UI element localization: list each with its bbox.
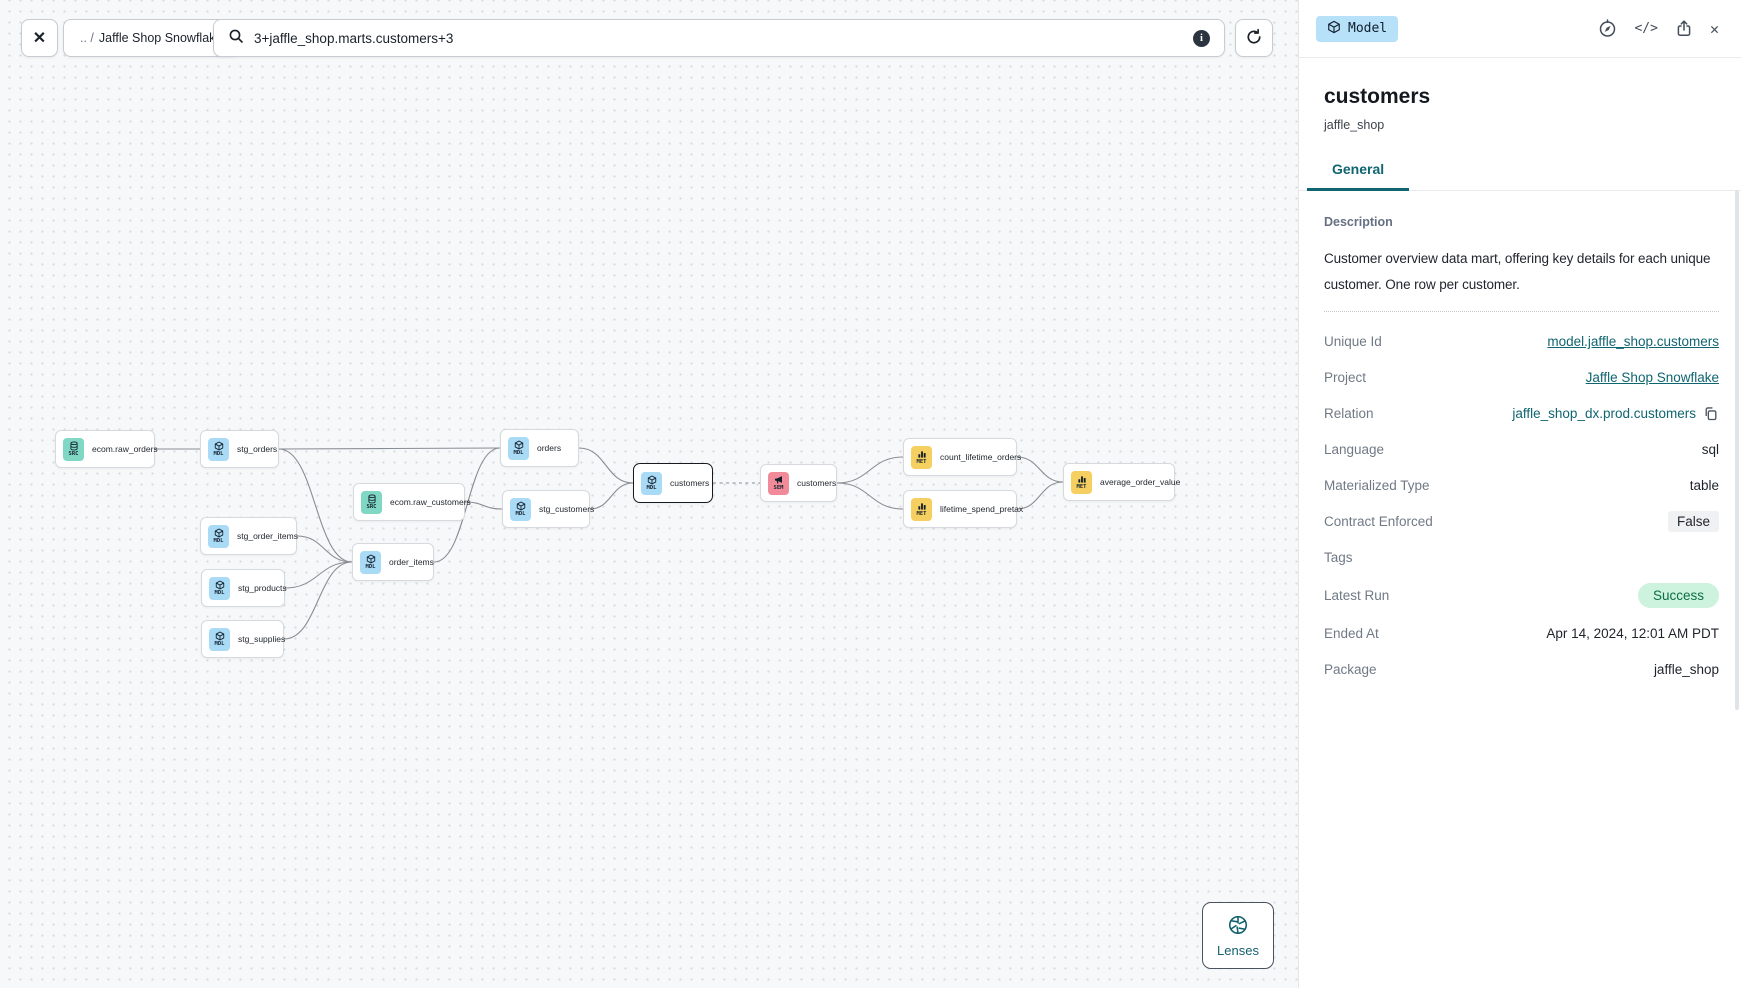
detail-label: Package [1324,662,1377,677]
detail-label: Relation [1324,406,1374,421]
detail-value[interactable]: model.jaffle_shop.customers [1547,334,1719,349]
breadcrumb[interactable]: .. / Jaffle Shop Snowflake [63,19,240,57]
search-input[interactable] [254,30,1183,46]
detail-row-language: Language sql [1324,439,1719,460]
detail-label: Unique Id [1324,334,1382,349]
detail-row-tags: Tags [1324,547,1719,568]
code-icon: </> [1634,21,1658,36]
close-icon: ✕ [32,30,47,47]
metric-icon: MET [911,445,932,469]
database-icon: SRC [361,490,382,514]
info-icon[interactable]: i [1193,29,1210,47]
detail-value: table [1689,478,1719,493]
section-divider [1324,311,1719,312]
refresh-button[interactable] [1235,19,1273,57]
status-badge: False [1667,511,1719,532]
close-icon: ✕ [1709,19,1719,38]
resource-type-label: Model [1348,21,1388,36]
lineage-search-bar[interactable]: i [213,19,1225,57]
detail-value: False [1667,511,1719,532]
resource-type-badge: Model [1316,15,1399,42]
description-text: Customer overview data mart, offering ke… [1324,251,1711,292]
detail-value: jaffle_shop [1653,662,1719,677]
cube-icon: MDL [209,576,230,600]
database-icon: SRC [63,437,84,461]
cube-icon [1327,20,1341,38]
share-button[interactable] [1675,19,1693,38]
detail-row-relation: Relation jaffle_shop_dx.prod.customers [1324,403,1719,424]
detail-row-project: Project Jaffle Shop Snowflake [1324,367,1719,388]
panel-scrollbar[interactable] [1735,190,1739,710]
close-lineage-button[interactable]: ✕ [21,19,58,57]
panel-header: Model </> [1299,0,1741,58]
breadcrumb-up: .. / [80,31,94,45]
cube-icon: MDL [208,437,229,461]
panel-content: Description Customer overview data mart,… [1299,191,1741,680]
copy-icon[interactable] [1703,406,1719,422]
share-icon [1675,19,1693,38]
lenses-button[interactable]: Lenses [1202,902,1274,969]
detail-label: Latest Run [1324,588,1390,603]
detail-row-unique-id: Unique Id model.jaffle_shop.customers [1324,331,1719,352]
detail-row-ended-at: Ended At Apr 14, 2024, 12:01 AM PDT [1324,623,1719,644]
compass-icon [1598,19,1617,38]
detail-value[interactable]: jaffle_shop_dx.prod.customers [1512,406,1719,422]
lenses-label: Lenses [1217,942,1259,958]
detail-row-materialized-type: Materialized Type table [1324,475,1719,496]
detail-value: sql [1701,442,1719,457]
tab-general[interactable]: General [1307,161,1410,191]
open-in-explorer-button[interactable] [1598,19,1617,38]
detail-value: Apr 14, 2024, 12:01 AM PDT [1546,626,1719,641]
close-panel-button[interactable]: ✕ [1710,20,1719,38]
detail-row-contract-enforced: Contract Enforced False [1324,511,1719,532]
cube-icon: MDL [360,550,381,574]
panel-actions: </> ✕ [1598,19,1719,38]
detail-label: Project [1324,370,1367,385]
cube-icon: MDL [209,627,230,651]
cube-icon: MDL [641,471,662,495]
cube-icon: MDL [208,524,229,548]
breadcrumb-project: Jaffle Shop Snowflake [98,31,223,45]
status-badge: Success [1637,583,1719,608]
cube-icon: MDL [508,436,529,460]
view-code-button[interactable]: </> [1634,21,1657,36]
page-title: customers [1324,85,1431,108]
detail-value[interactable]: Jaffle Shop Snowflake [1585,370,1719,385]
detail-row-package: Package jaffle_shop [1324,659,1719,680]
metric-icon: MET [1071,470,1092,494]
aperture-icon [1227,914,1249,939]
detail-label: Materialized Type [1324,478,1430,493]
detail-row-latest-run: Latest Run Success [1324,583,1719,608]
cube-icon: MDL [510,497,531,521]
detail-label: Ended At [1324,626,1379,641]
metric-icon: MET [911,497,932,521]
semantic-icon: SEM [768,471,789,495]
refresh-icon [1245,28,1263,49]
detail-label: Language [1324,442,1385,457]
description-label: Description [1324,215,1393,229]
search-icon [228,28,244,49]
page-subtitle: jaffle_shop [1324,118,1385,132]
detail-value: Success [1637,583,1719,608]
details-panel: Model </> [1298,0,1741,988]
panel-tabs: General [1299,161,1741,191]
detail-label: Tags [1324,550,1353,565]
detail-label: Contract Enforced [1324,514,1433,529]
